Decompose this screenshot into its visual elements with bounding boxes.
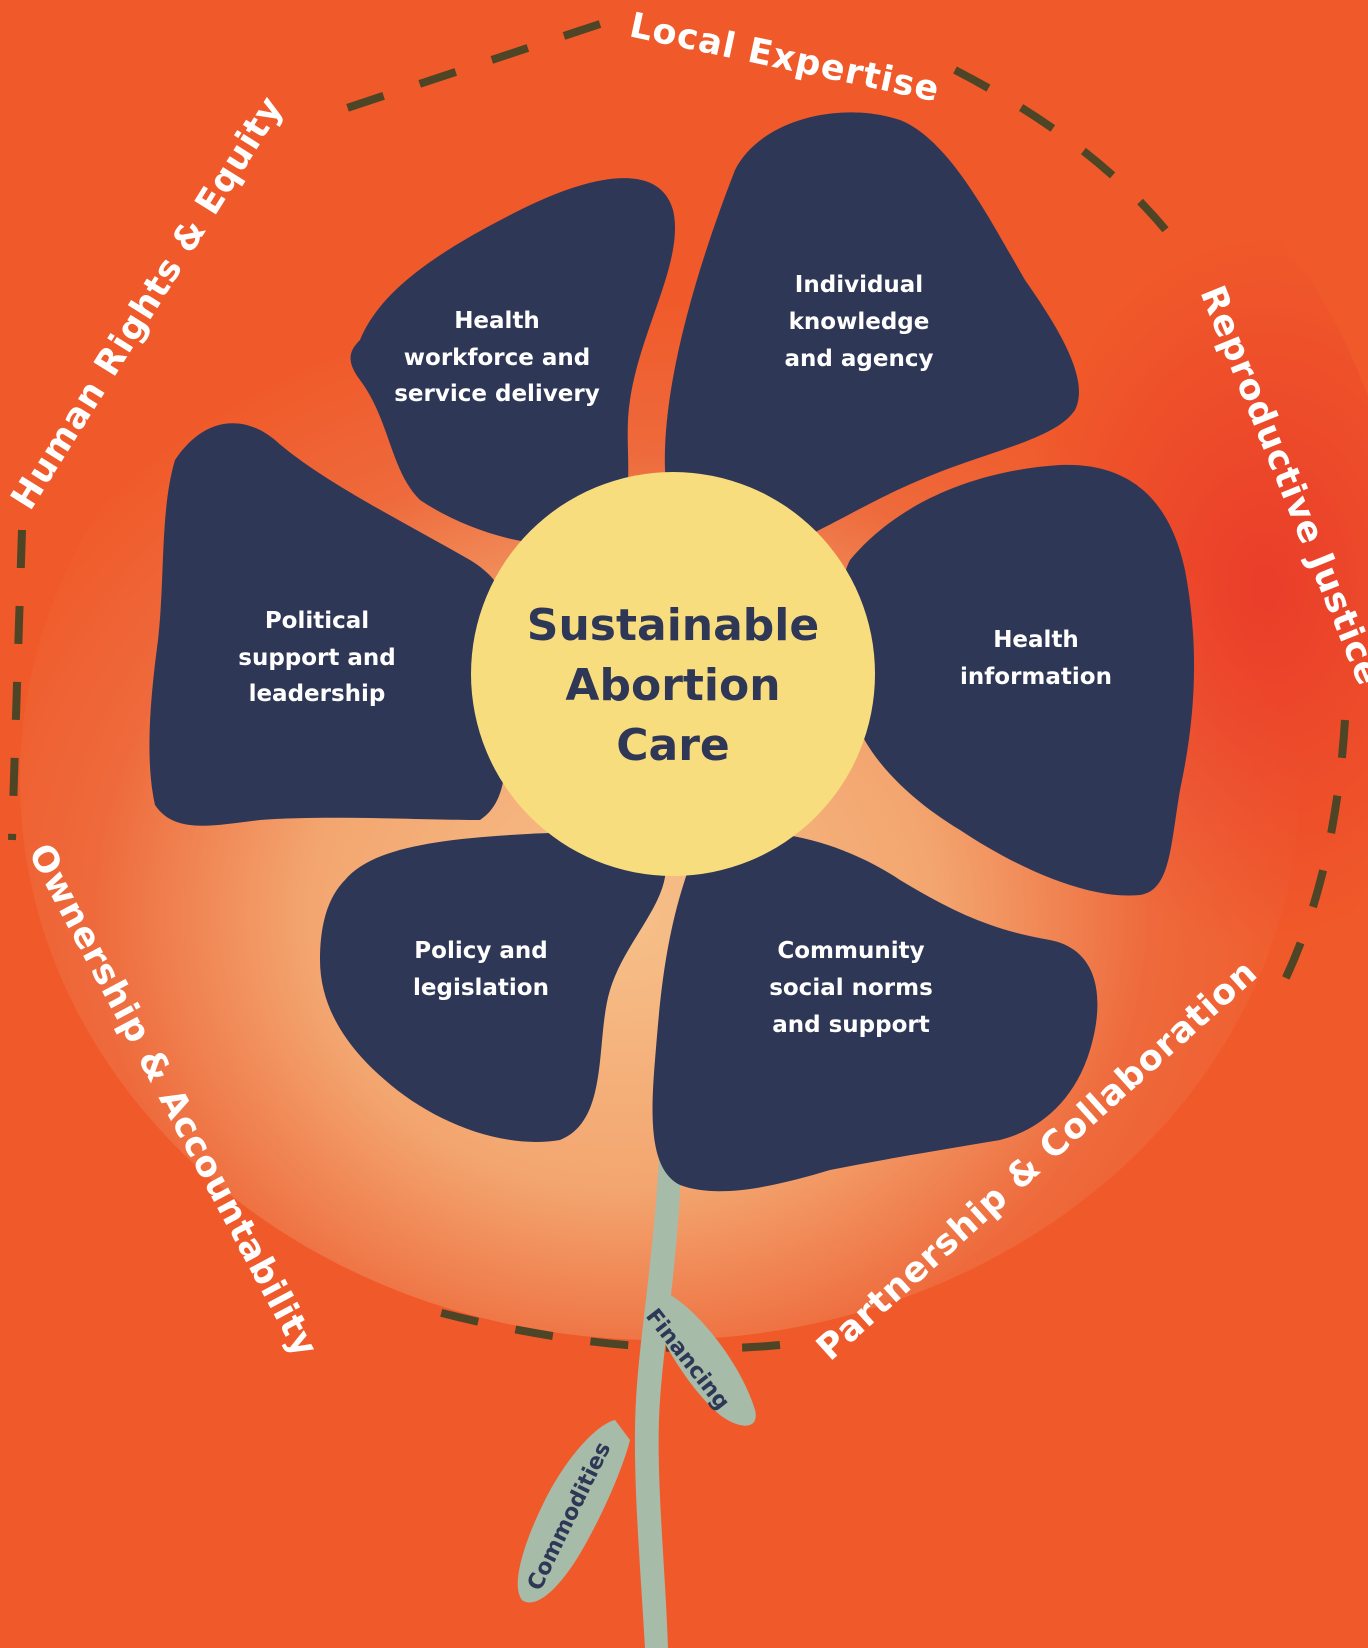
petal-label-line: workforce and — [404, 345, 590, 371]
petal-label-line: support and — [238, 645, 396, 671]
petal-policy-legislation — [320, 832, 666, 1142]
petal-label-line: Community — [777, 938, 924, 964]
petal-label-line: legislation — [413, 975, 549, 1001]
petal-health-information — [838, 464, 1195, 896]
commodities-leaf — [517, 1420, 630, 1603]
petal-label-line: Health — [993, 627, 1079, 653]
center-title-line2: Abortion — [565, 660, 780, 711]
label-health-information: Health information — [960, 627, 1112, 690]
petal-label-line: Health — [454, 308, 540, 334]
petal-label-line: Policy and — [414, 938, 547, 964]
label-community-norms: Community social norms and support — [769, 938, 933, 1038]
label-health-workforce: Health workforce and service delivery — [394, 308, 600, 407]
petal-community-norms — [652, 832, 1098, 1192]
label-individual-knowledge: Individual knowledge and agency — [785, 272, 934, 372]
petal-label-line: social norms — [769, 975, 933, 1001]
petal-label-line: knowledge — [789, 309, 930, 335]
petal-label-line: service delivery — [394, 381, 600, 407]
petal-individual-knowledge — [664, 112, 1079, 556]
center-title-line1: Sustainable — [527, 600, 819, 651]
petal-label-line: Political — [265, 608, 369, 634]
petal-health-workforce — [350, 178, 676, 545]
center-circle — [471, 472, 875, 876]
label-policy-legislation: Policy and legislation — [413, 938, 549, 1001]
petal-label-line: leadership — [249, 681, 386, 707]
petal-political-support — [149, 423, 516, 826]
petal-label-line: and agency — [785, 346, 934, 372]
petal-label-line: information — [960, 664, 1112, 690]
petal-label-line: Individual — [795, 272, 923, 298]
stem-shape — [634, 1140, 682, 1648]
dashed-ring — [8, 20, 1349, 1353]
stem — [517, 1140, 756, 1648]
center-title-line3: Care — [616, 720, 730, 771]
label-political-support: Political support and leadership — [238, 608, 396, 707]
petal-label-line: and support — [772, 1012, 930, 1038]
financing-leaf — [650, 1290, 756, 1426]
